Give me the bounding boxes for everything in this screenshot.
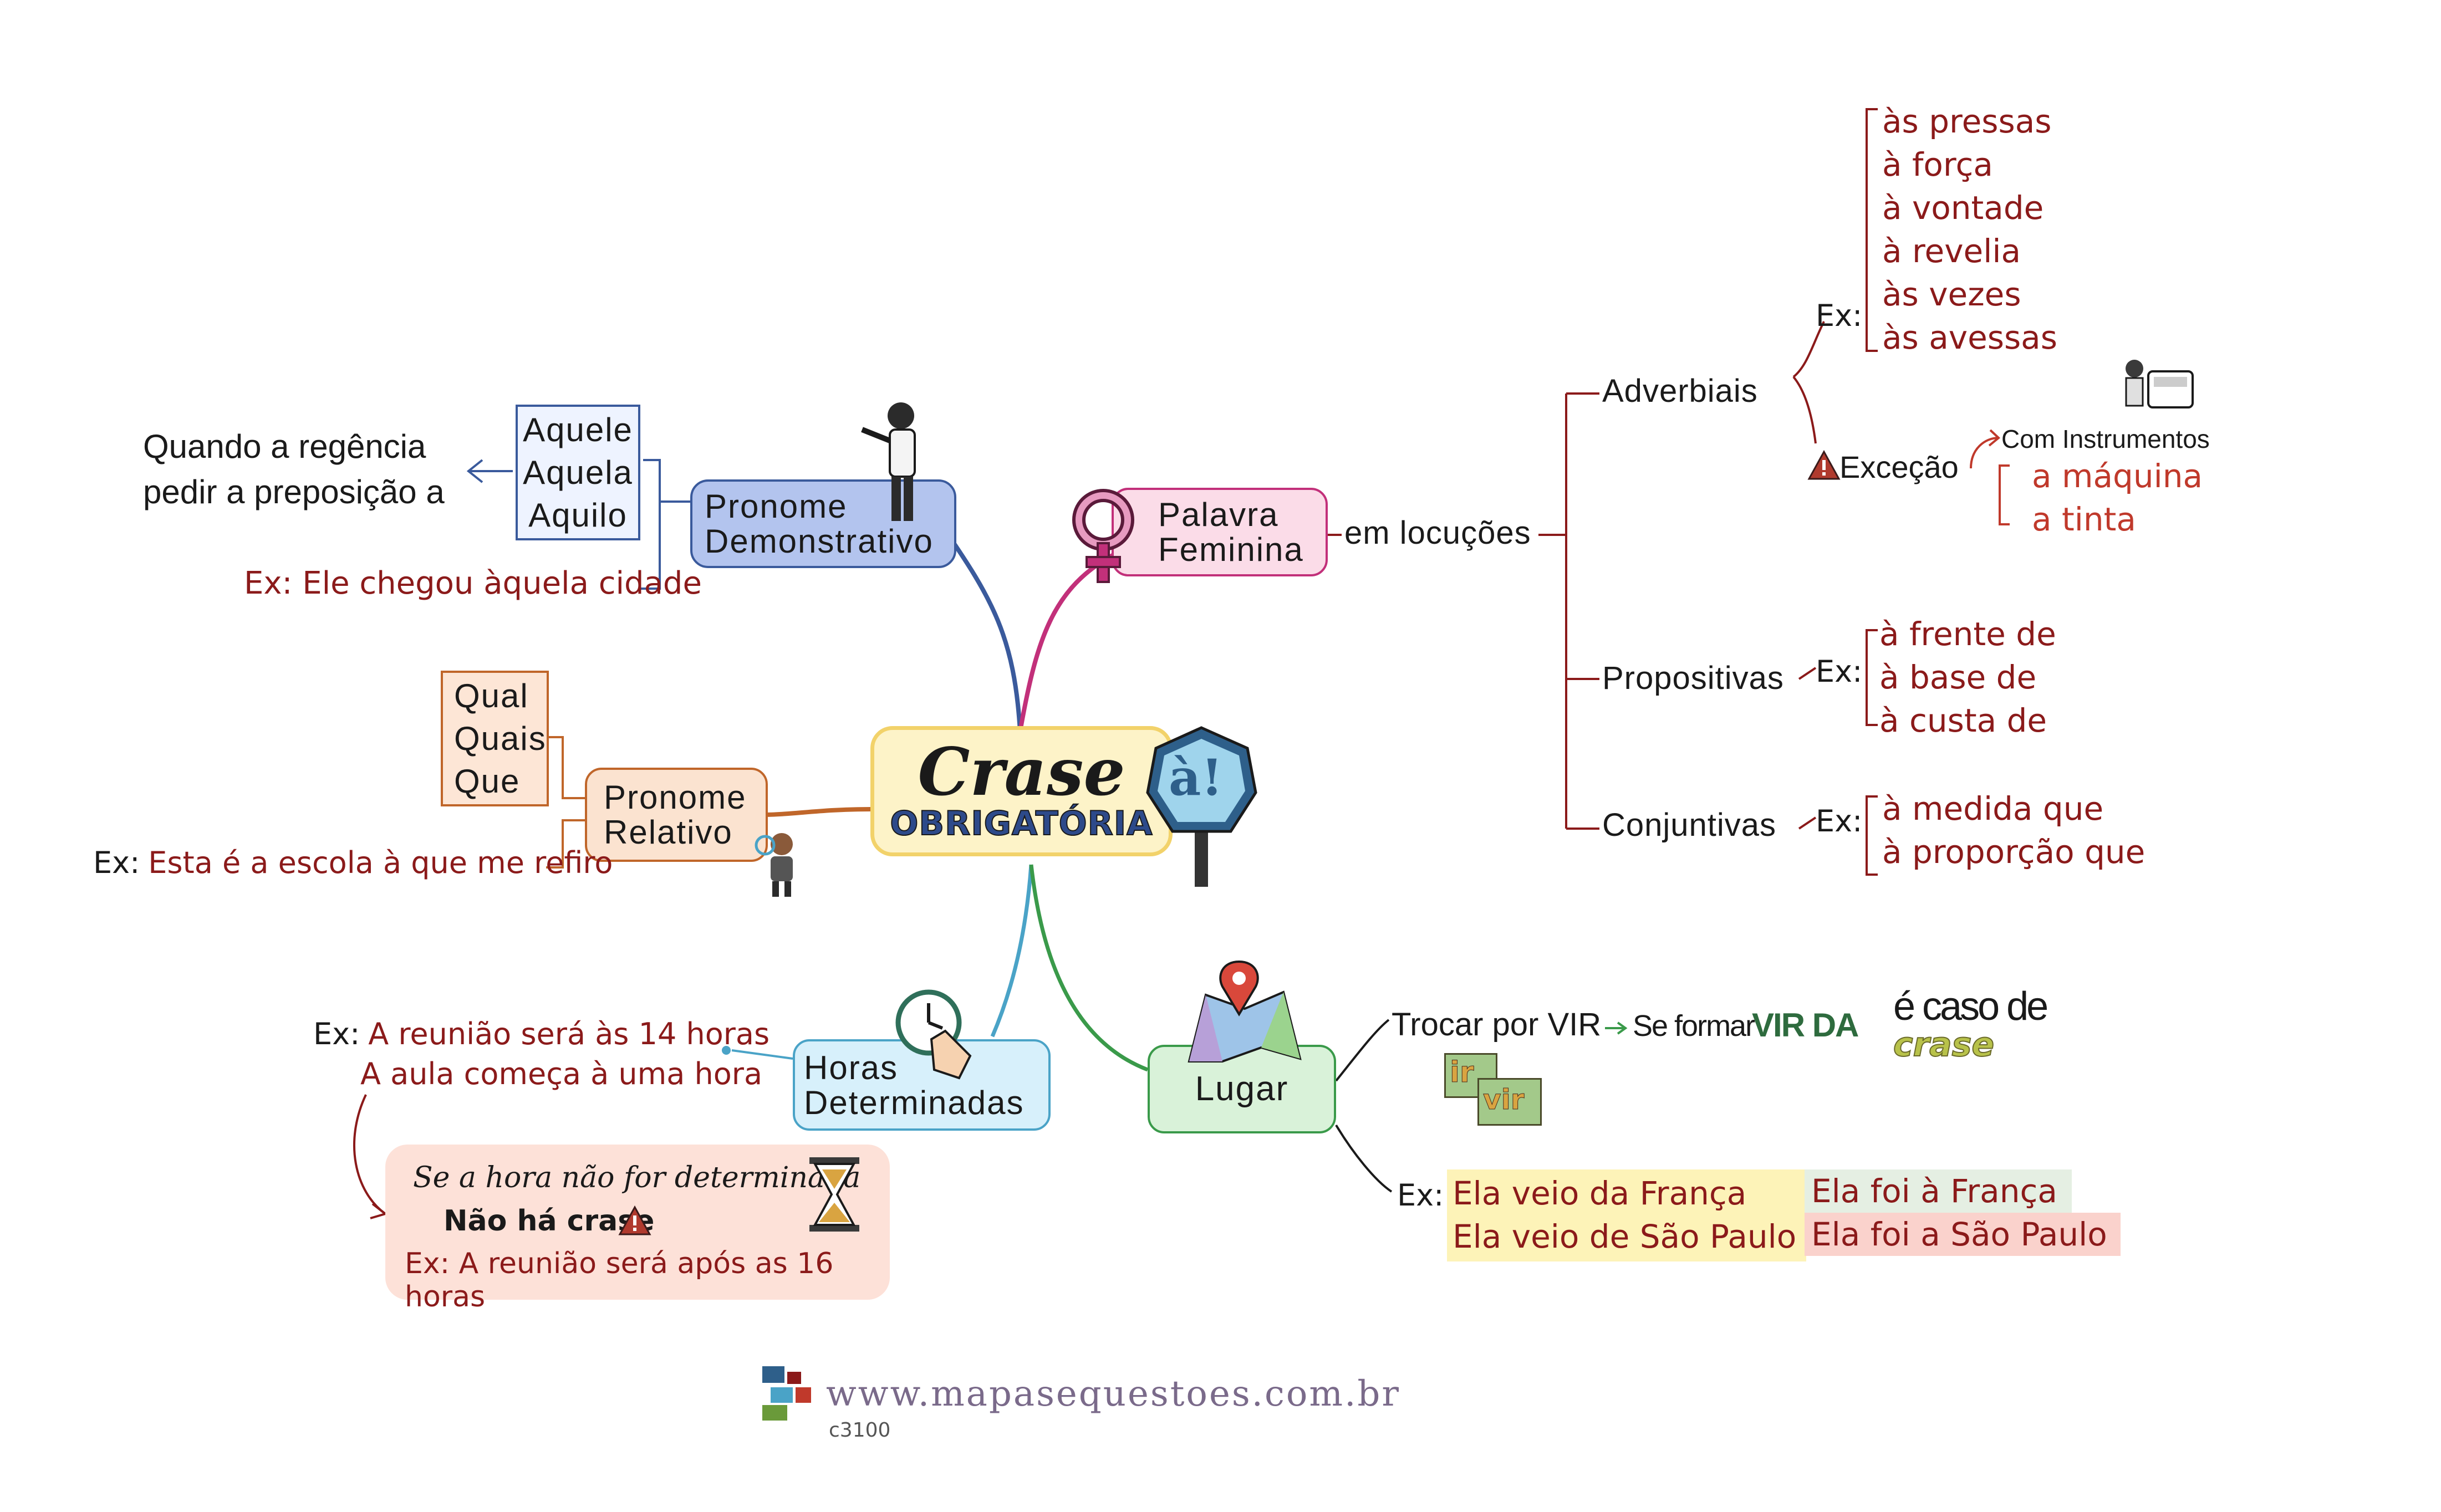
word-quais: Quais [454, 720, 547, 757]
prepositivas-ex-label: Ex: [1816, 654, 1863, 689]
word-aquela: Aquela [523, 454, 633, 491]
prepositivas-list: à frente de à base de à custa de [1879, 612, 2056, 742]
locucao-item: à custa de [1879, 702, 2047, 739]
lugar-example-item: Ela foi à França [1805, 1169, 2072, 1213]
relativo-example: Ex: Esta é a escola à que me refiro [93, 845, 613, 880]
horas-example-1: A reunião será às 14 horas [368, 1016, 770, 1051]
lugar-examples-with-da: Ela veio da França Ela veio de São Paulo [1447, 1169, 1807, 1261]
horas-label-2: Determinadas [804, 1084, 1025, 1121]
conjuntivas-ex-label: Ex: [1816, 804, 1863, 839]
demonstrativo-words-box[interactable]: Aquele Aquela Aquilo [516, 405, 640, 540]
person-magnifier-icon [754, 829, 807, 901]
locucao-item: à revelia [1882, 232, 2021, 270]
demonstrativo-example: Ex: Ele chegou àquela cidade [244, 565, 702, 601]
crase-sign-text: à! [1169, 748, 1223, 807]
relativo-example-text: Esta é a escola à que me refiro [148, 845, 613, 880]
instrument-item: a tinta [2032, 500, 2136, 538]
regencia-rule-line-1: Quando a regência [143, 428, 426, 465]
lugar-ex-label: Ex: [1397, 1178, 1444, 1213]
conjuntivas-label: Conjuntivas [1602, 807, 1777, 843]
instrument-item: a máquina [2032, 457, 2203, 495]
locucao-item: à frente de [1879, 615, 2056, 653]
adverbiais-label: Adverbiais [1602, 373, 1758, 409]
horas-note-line-2: Não há crase [444, 1204, 655, 1238]
horas-example-2: A aula começa à uma hora [360, 1056, 763, 1091]
lugar-examples-without: Ela foi à França Ela foi a São Paulo [1805, 1169, 2121, 1256]
horas-note-line-1: Se a hora não for determinada [413, 1161, 861, 1194]
prepositivas-label: Propositivas [1602, 660, 1784, 696]
locucao-item: à vontade [1882, 189, 2044, 227]
central-node[interactable]: Crase OBRIGATÓRIA [870, 726, 1173, 856]
pronome-demonstrativo-label-1: Pronome [705, 488, 848, 525]
lugar-label: Lugar [1195, 1070, 1289, 1109]
word-qual: Qual [454, 677, 529, 714]
locucao-item: à proporção que [1882, 833, 2146, 871]
lugar-example-item: Ela veio de São Paulo [1453, 1218, 1797, 1255]
locucao-item: à medida que [1882, 790, 2104, 827]
prepositivas-brace [1866, 629, 1878, 726]
regencia-rule: Quando a regência pedir a preposição a [143, 424, 445, 515]
footer-url[interactable]: www.mapasequestoes.com.br [826, 1373, 1400, 1414]
feminina-label-2: Feminina [1158, 531, 1304, 568]
horas-note-line-3: Ex: A reunião será após as 16 horas [405, 1247, 834, 1314]
instrumentos-brace [1999, 464, 2010, 525]
em-locucoes-label: em locuções [1344, 515, 1531, 551]
conjuntivas-brace [1866, 795, 1878, 876]
conjuntivas-list: à medida que à proporção que [1882, 787, 2145, 874]
lugar-example-item: Ela foi a São Paulo [1805, 1213, 2121, 1256]
trocar-por-vir-label: Trocar por VIR [1392, 1007, 1602, 1043]
person-pointing-icon [843, 399, 931, 527]
icon-ir-text: ir [1449, 1056, 1474, 1090]
crase-graffiti-word: crase [1893, 1025, 1995, 1065]
icon-vir-text: vir [1482, 1084, 1525, 1116]
pronome-relativo-node[interactable]: Pronome Relativo [585, 768, 768, 862]
excecao-warning-icon [1807, 449, 1841, 483]
word-que: Que [454, 763, 521, 800]
horas-note-box[interactable]: Se a hora não for determinada Não há cra… [385, 1145, 890, 1314]
ir-vir-icon: ir vir [1444, 1053, 1544, 1126]
adverbiais-list: às pressas à força à vontade à revelia à… [1882, 100, 2057, 359]
map-pin-icon [1184, 956, 1306, 1067]
lugar-node[interactable]: Lugar [1148, 1045, 1336, 1133]
locucao-item: às avessas [1882, 319, 2057, 356]
horas-ex-prefix: Ex: [313, 1016, 360, 1051]
locucao-item: às vezes [1882, 275, 2021, 313]
se-formar-label: Se formar [1633, 1009, 1755, 1043]
site-logo-icon [760, 1361, 821, 1424]
pronome-relativo-label-1: Pronome [604, 779, 747, 816]
excecao-label: Exceção [1839, 449, 1959, 484]
pronome-relativo-label-2: Relativo [604, 814, 733, 851]
feminina-label-1: Palavra [1158, 496, 1279, 533]
crase-sign-icon: à! [1142, 723, 1261, 890]
female-symbol-icon [1067, 488, 1139, 590]
footer-code: c3100 [829, 1419, 891, 1442]
lugar-example-item: Ela veio da França [1453, 1174, 1747, 1212]
instrument-list: a máquina a tinta [2032, 454, 2203, 541]
locucao-item: à força [1882, 146, 1993, 183]
locucao-item: à base de [1879, 658, 2037, 696]
horas-examples: Ex: A reunião será às 14 horas A aula co… [313, 1014, 769, 1094]
central-subtitle: OBRIGATÓRIA [889, 804, 1153, 843]
horas-label-1: Horas [804, 1049, 899, 1086]
adverbiais-ex-label: Ex: [1816, 298, 1863, 333]
horas-warning-icon [618, 1205, 651, 1239]
hourglass-icon [807, 1156, 862, 1236]
pronome-demonstrativo-label-2: Demonstrativo [705, 523, 934, 560]
regencia-rule-line-2: pedir a preposição a [143, 473, 445, 510]
central-title: Crase [918, 733, 1125, 811]
vir-da-label: VIR DA [1752, 1007, 1859, 1044]
com-instrumentos-label: Com Instrumentos [2001, 425, 2210, 453]
adverbiais-brace [1866, 108, 1878, 352]
clock-hand-icon [893, 987, 981, 1084]
relativo-example-prefix: Ex: [93, 845, 140, 880]
word-aquele: Aquele [523, 411, 633, 448]
word-aquilo: Aquilo [528, 497, 628, 534]
worker-machine-icon [2115, 355, 2198, 424]
locucao-item: às pressas [1882, 103, 2052, 140]
e-caso-de-label: é caso de [1893, 984, 2048, 1029]
relativo-words-box[interactable]: Qual Quais Que [441, 671, 549, 806]
palavra-feminina-node[interactable]: Palavra Feminina [1112, 488, 1328, 576]
